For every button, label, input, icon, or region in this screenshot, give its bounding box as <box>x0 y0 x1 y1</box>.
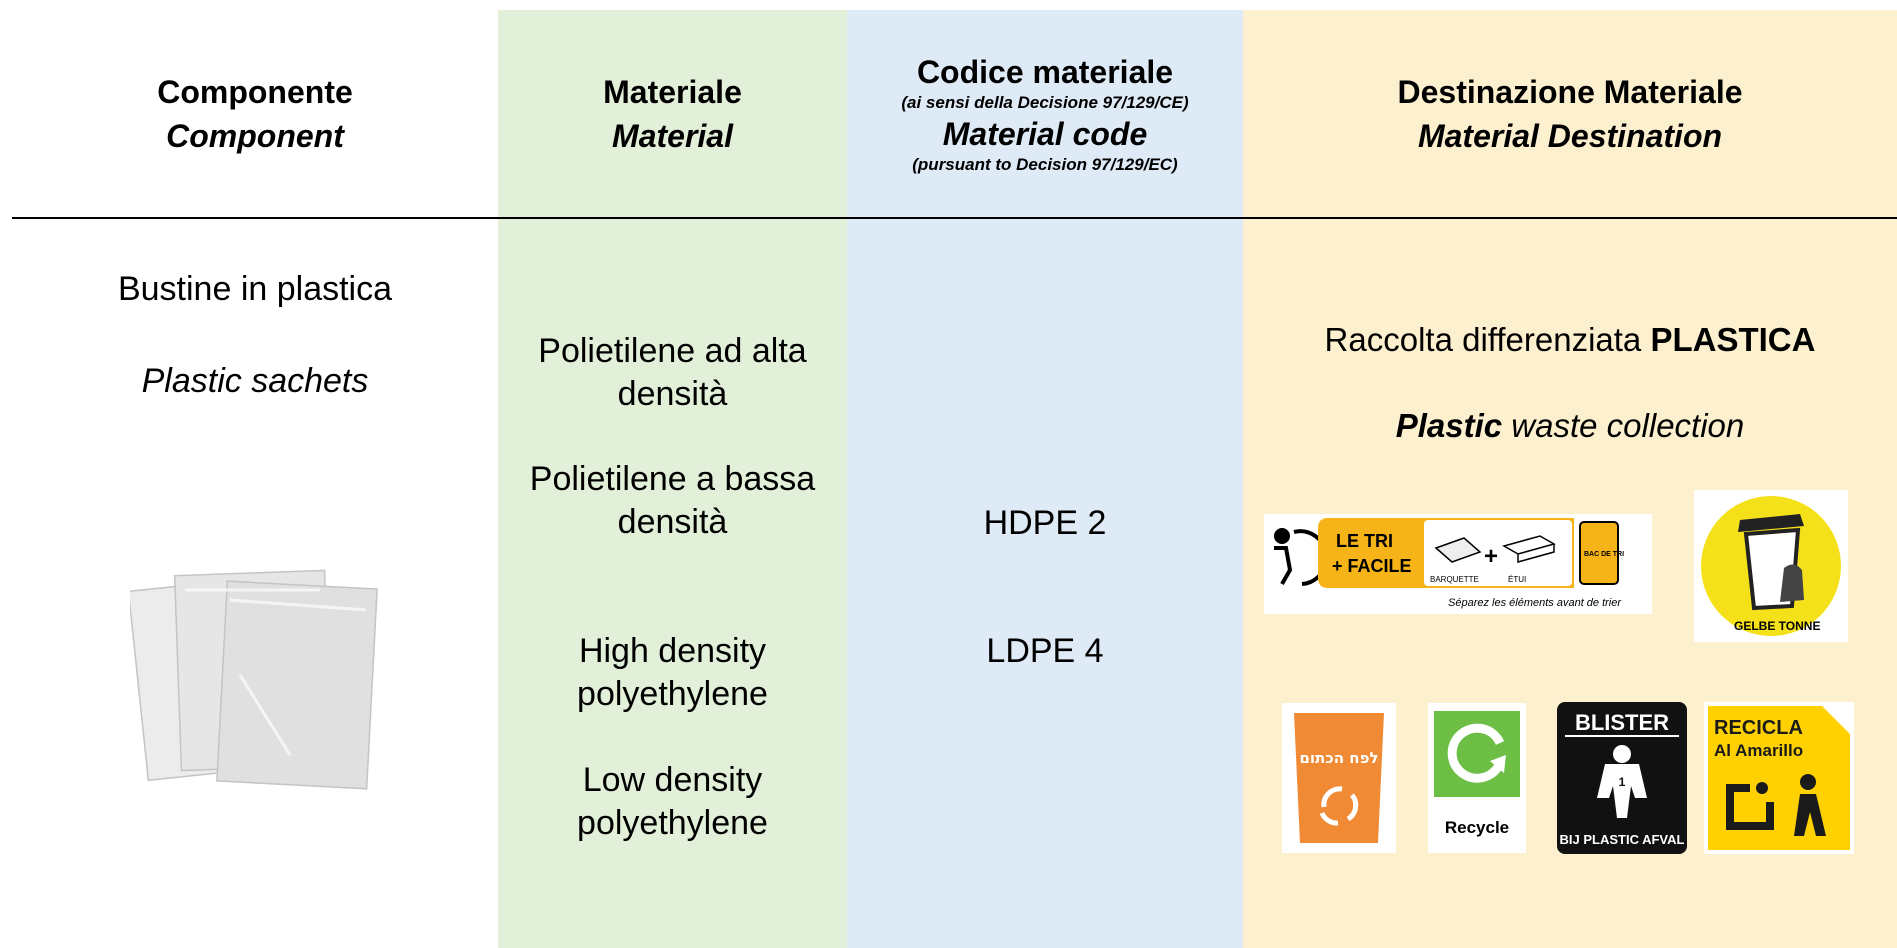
bin-person-icon <box>1726 774 1826 836</box>
blister-num: 1 <box>1619 775 1626 789</box>
recycle-text: Recycle <box>1445 818 1509 837</box>
component-name-en: Plastic sachets <box>141 362 369 400</box>
code-header-it: Codice materiale <box>916 53 1174 90</box>
yellow-bin-icon <box>1738 514 1804 611</box>
destination-header-it: Destinazione Materiale <box>1397 73 1743 110</box>
code-header-it-note: (ai sensi della Decisione 97/129/CE) <box>901 92 1189 112</box>
destination-en: Plastic waste collection <box>1243 404 1897 447</box>
material-it-ldpe: Polietilene a bassa densità <box>529 460 816 541</box>
destination-header-en: Material Destination <box>1417 117 1723 154</box>
material-header-en: Material <box>612 117 733 154</box>
gelbe-tonne-logo: GELBE TONNE <box>1694 490 1848 642</box>
svg-text:+: + <box>1484 543 1498 570</box>
code-header-en-note: (pursuant to Decision 97/129/EC) <box>912 154 1178 174</box>
component-header-it: Componente <box>157 73 353 110</box>
code-header: Codice materiale (ai sensi della Decisio… <box>847 10 1243 217</box>
triman-item1: BARQUETTE <box>1430 575 1479 584</box>
code-column-bg <box>847 10 1243 948</box>
recycle-loop-icon <box>1447 723 1505 783</box>
triman-line2: + FACILE <box>1332 556 1412 576</box>
israel-text: לפח הכתום <box>1299 749 1378 767</box>
gelbe-text: GELBE TONNE <box>1734 619 1820 633</box>
triman-bin: BAC DE TRI <box>1584 551 1624 558</box>
code-ldpe: LDPE 4 <box>986 632 1104 670</box>
destination-it-bold: PLASTICA <box>1650 321 1816 358</box>
material-en-hdpe: High density polyethylene <box>577 632 768 713</box>
destination-header: Destinazione Materiale Material Destinat… <box>1243 10 1897 217</box>
material-header-it: Materiale <box>603 73 742 110</box>
triman-info-tri-logo: LE TRI + FACILE + BARQUETTE ÉTUI BAC DE … <box>1264 514 1652 614</box>
recicla-line1: RECICLA <box>1714 717 1803 739</box>
blister-plastic-afval-logo: BLISTER 1 BIJ PLASTIC AFVAL <box>1557 702 1687 854</box>
recicla-al-amarillo-logo: RECICLA Al Amarillo <box>1704 702 1854 854</box>
bac-de-tri-icon <box>1579 521 1619 585</box>
triman-line1: LE TRI <box>1336 531 1393 551</box>
barquette-icon <box>1434 537 1482 563</box>
triman-item2: ÉTUI <box>1508 575 1526 584</box>
header-divider <box>12 217 1897 219</box>
material-it-hdpe: Polietilene ad alta densità <box>538 332 807 413</box>
component-header: Componente Component <box>12 10 498 217</box>
triman-note: Séparez les éléments avant de trier <box>1448 597 1622 609</box>
destination-it-prefix: Raccolta differenziata <box>1324 321 1651 358</box>
destination-it: Raccolta differenziata PLASTICA <box>1243 318 1897 361</box>
component-name-it: Bustine in plastica <box>117 270 393 308</box>
material-header: Materiale Material <box>498 10 847 217</box>
recicla-line2: Al Amarillo <box>1714 741 1803 760</box>
recycle-logo: Recycle <box>1428 703 1526 853</box>
blister-figure-icon <box>1597 745 1647 818</box>
etui-icon <box>1502 535 1556 563</box>
plastic-sachets-image <box>130 569 378 790</box>
material-column-bg <box>498 10 847 948</box>
israel-orange-bin-logo: לפח הכתום <box>1282 703 1396 853</box>
recycle-arrows-icon <box>1319 786 1359 826</box>
component-header-en: Component <box>166 117 344 154</box>
blister-top: BLISTER <box>1575 710 1669 735</box>
destination-en-bold: Plastic <box>1395 407 1503 444</box>
code-hdpe: HDPE 2 <box>983 504 1107 542</box>
blister-bottom: BIJ PLASTIC AFVAL <box>1560 832 1685 847</box>
code-header-en: Material code <box>942 115 1148 152</box>
destination-en-rest: waste collection <box>1502 407 1745 444</box>
material-en-ldpe: Low density polyethylene <box>577 761 768 842</box>
